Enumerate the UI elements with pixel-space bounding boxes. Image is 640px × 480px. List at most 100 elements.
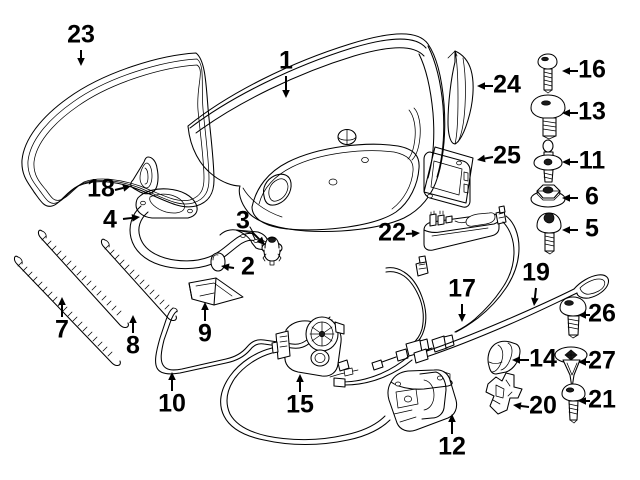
callout-number-27: 27 [588,347,616,375]
callout-arrow-head [296,374,304,382]
callout-15: 15 [286,374,314,419]
callout-4: 4 [103,206,140,234]
part-torsion-spring-a [13,255,121,366]
callout-7: 7 [55,297,69,344]
part-torsion-spring-b [37,229,129,328]
part-torsion-bar-rod [155,307,333,375]
callout-number-16: 16 [578,56,606,84]
callout-number-4: 4 [103,206,117,234]
callout-leader-line [484,156,494,160]
callout-arrow-head [458,314,466,322]
callout-number-9: 9 [198,320,212,348]
callout-arrow-head [477,154,486,163]
callout-number-1: 1 [279,47,293,75]
callout-arrow-head [513,402,522,410]
part-ball-stud-pin-11 [533,139,563,183]
callout-number-24: 24 [493,71,521,99]
callout-3: 3 [236,207,265,245]
part-wiring-harness [329,205,520,388]
callout-number-23: 23 [67,21,95,49]
callout-leader-line [114,186,124,191]
callout-14: 14 [512,345,557,373]
callout-5: 5 [562,215,599,243]
part-trunk-lid-panel [187,33,446,233]
callout-number-14: 14 [529,345,557,373]
callout-24: 24 [477,71,521,99]
part-hinge-cover-trim [130,156,159,195]
callout-number-11: 11 [579,147,606,175]
part-lock-striker-body [387,369,458,432]
callout-25: 25 [477,142,521,170]
callout-arrow-head [221,263,230,271]
part-flange-head-bolt-13 [530,94,566,140]
callout-17: 17 [448,275,476,322]
callout-arrow-head [58,297,66,305]
part-torsion-spring-c [100,238,177,321]
part-latch-bracket [485,372,523,415]
callout-arrow-head [578,358,586,366]
callout-arrow-head [282,90,290,98]
part-pan-head-screw-26 [559,296,587,339]
callout-arrow-head [562,109,570,117]
callout-number-25: 25 [493,142,521,170]
callout-arrow-head [131,214,140,222]
callout-number-2: 2 [241,253,255,281]
callout-leader-line [122,216,133,220]
callout-arrow-head [531,297,539,306]
callout-number-26: 26 [588,300,616,328]
part-rubber-buffer-stop [261,236,283,266]
callout-12: 12 [438,414,466,461]
callout-11: 11 [562,147,605,175]
actuator-wheel-icon [305,316,339,352]
callout-23: 23 [67,21,95,66]
part-pan-head-screw-16 [537,53,558,94]
callout-arrow-head [512,356,520,364]
callout-arrow-head [122,184,131,192]
callout-20: 20 [513,392,557,420]
callout-arrow-head [562,194,570,202]
callout-arrow-head [256,236,265,245]
callout-number-8: 8 [126,332,140,360]
callout-number-19: 19 [522,259,550,287]
callout-9: 9 [198,302,212,348]
callout-number-22: 22 [378,219,406,247]
callout-number-13: 13 [578,98,606,126]
part-push-pin-clip-27 [554,346,588,389]
callout-21: 21 [578,386,616,414]
callout-number-10: 10 [158,390,186,418]
part-emergency-release-cable [413,274,609,364]
callout-number-3: 3 [236,207,250,235]
callout-arrow-head [562,226,570,234]
part-wedge-bumper [188,277,244,306]
callout-1: 1 [279,47,293,98]
callout-arrow-head [129,315,137,323]
callout-number-15: 15 [286,391,314,419]
callout-arrow-head [77,58,85,66]
callout-arrow-head [168,372,176,380]
part-lock-actuator-motor [220,316,391,446]
part-license-plate-bracket [423,146,474,208]
vehicle-badge-icon [337,128,357,146]
callout-leader-line [533,287,537,299]
part-grommet-cap [210,252,226,272]
callout-leader-line [520,405,530,408]
part-trim-strip-gasket [447,50,474,145]
callout-arrow-head [578,397,586,405]
callout-leader-line [251,231,261,241]
callout-arrow-head [562,67,570,75]
callout-19: 19 [522,259,550,306]
callout-13: 13 [562,98,606,126]
callout-arrow-head [201,302,209,310]
callout-26: 26 [578,300,616,328]
part-pan-head-screw-21 [561,383,586,424]
callout-2: 2 [221,253,255,281]
callout-arrow-head [411,229,420,238]
part-hex-nut-with-washer-6 [530,184,566,208]
callout-number-20: 20 [529,392,557,420]
part-license-plate-lamp [423,210,500,251]
part-trunk-weatherstrip-seal [21,52,215,208]
callout-27: 27 [578,347,616,375]
callout-number-12: 12 [438,433,466,461]
callout-22: 22 [378,219,420,247]
